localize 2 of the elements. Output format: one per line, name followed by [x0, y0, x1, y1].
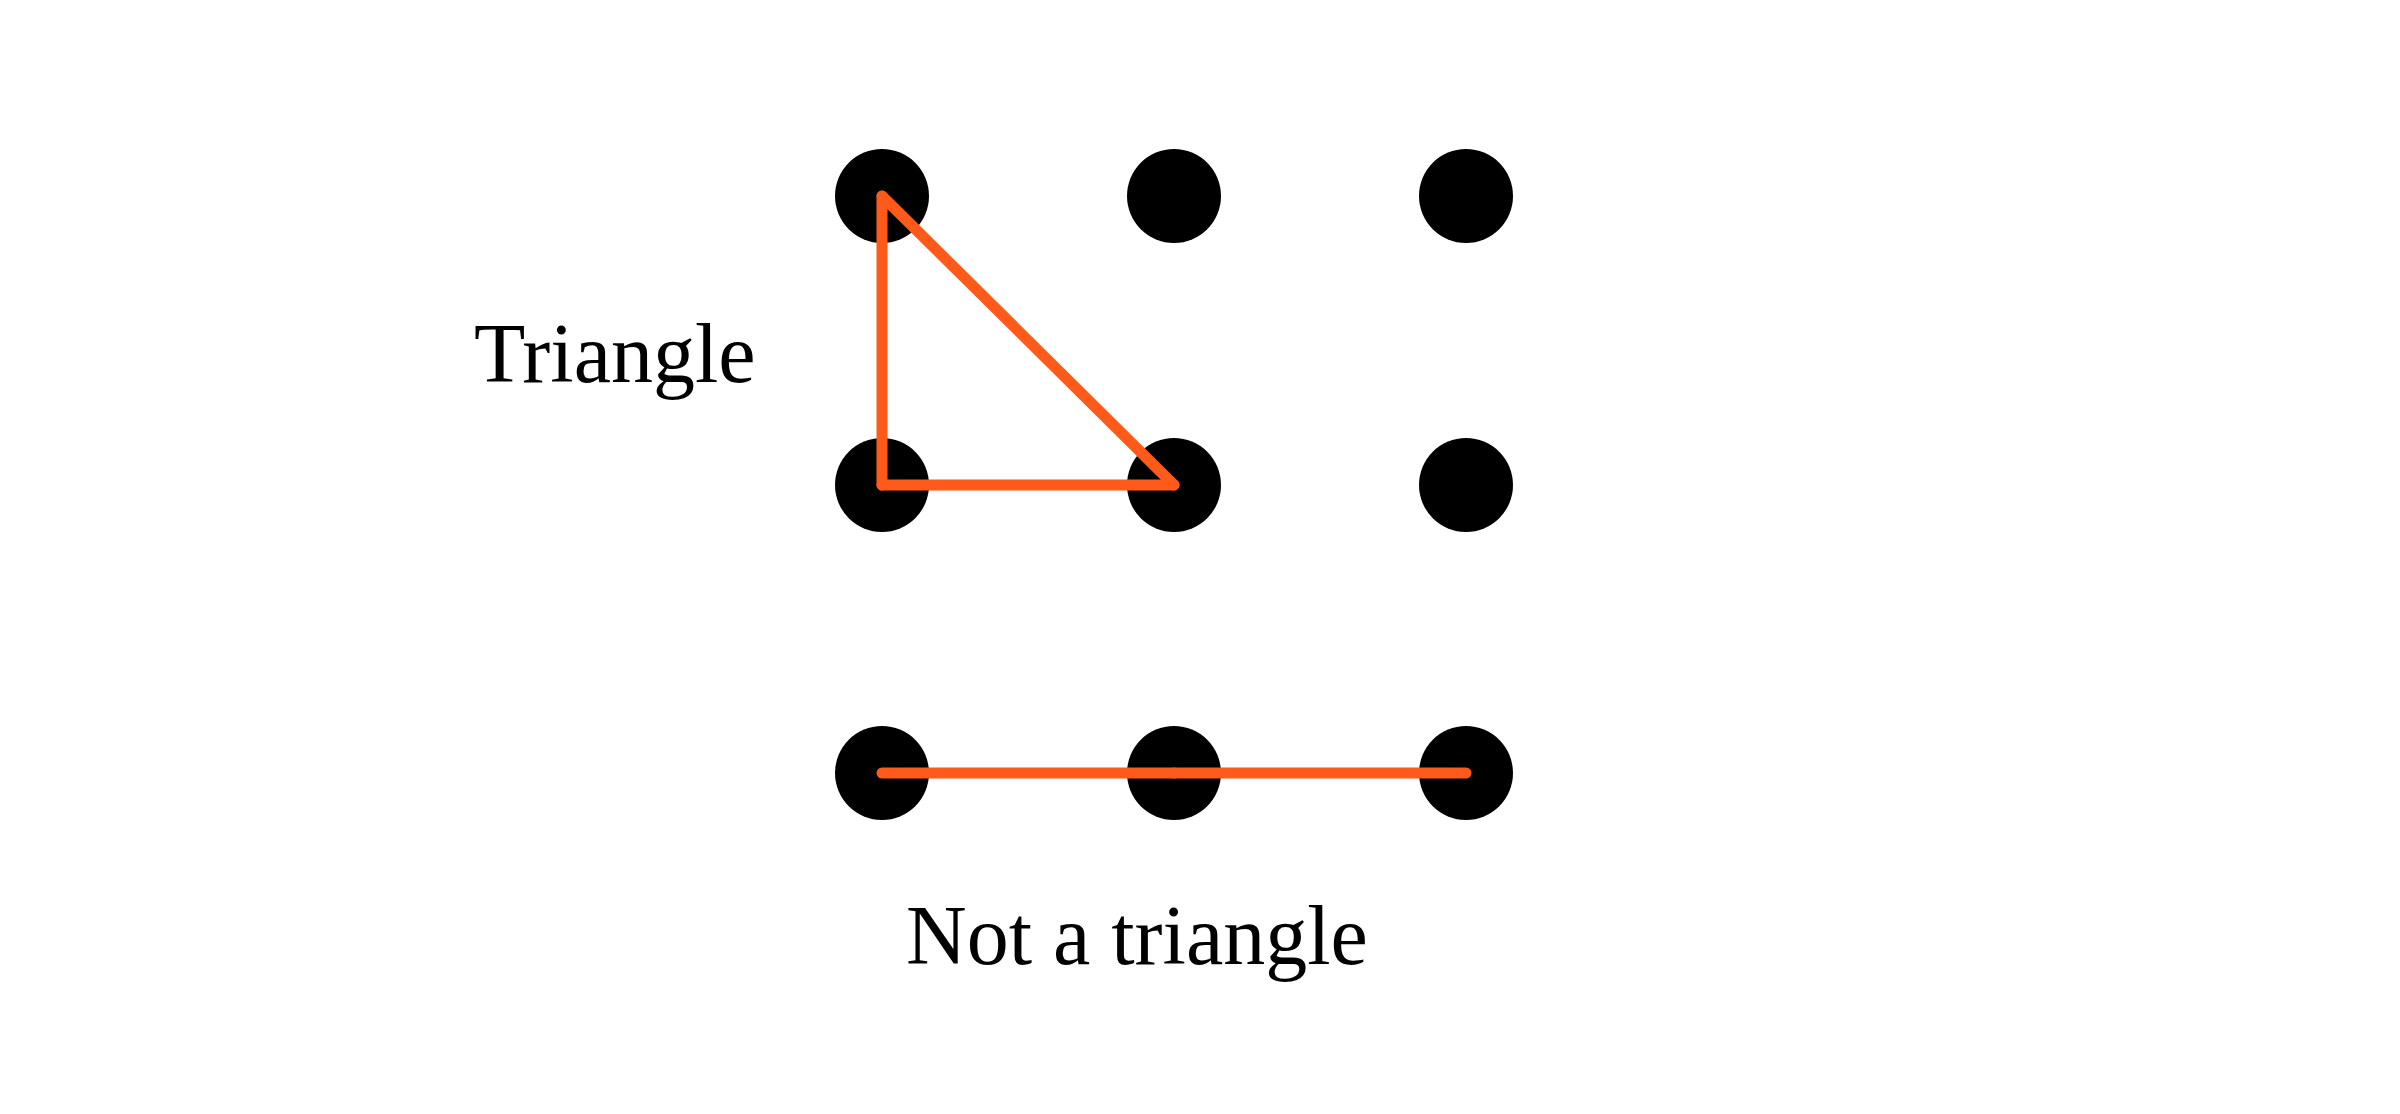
connector-line — [1168, 767, 1472, 779]
connector-line — [876, 190, 1180, 491]
